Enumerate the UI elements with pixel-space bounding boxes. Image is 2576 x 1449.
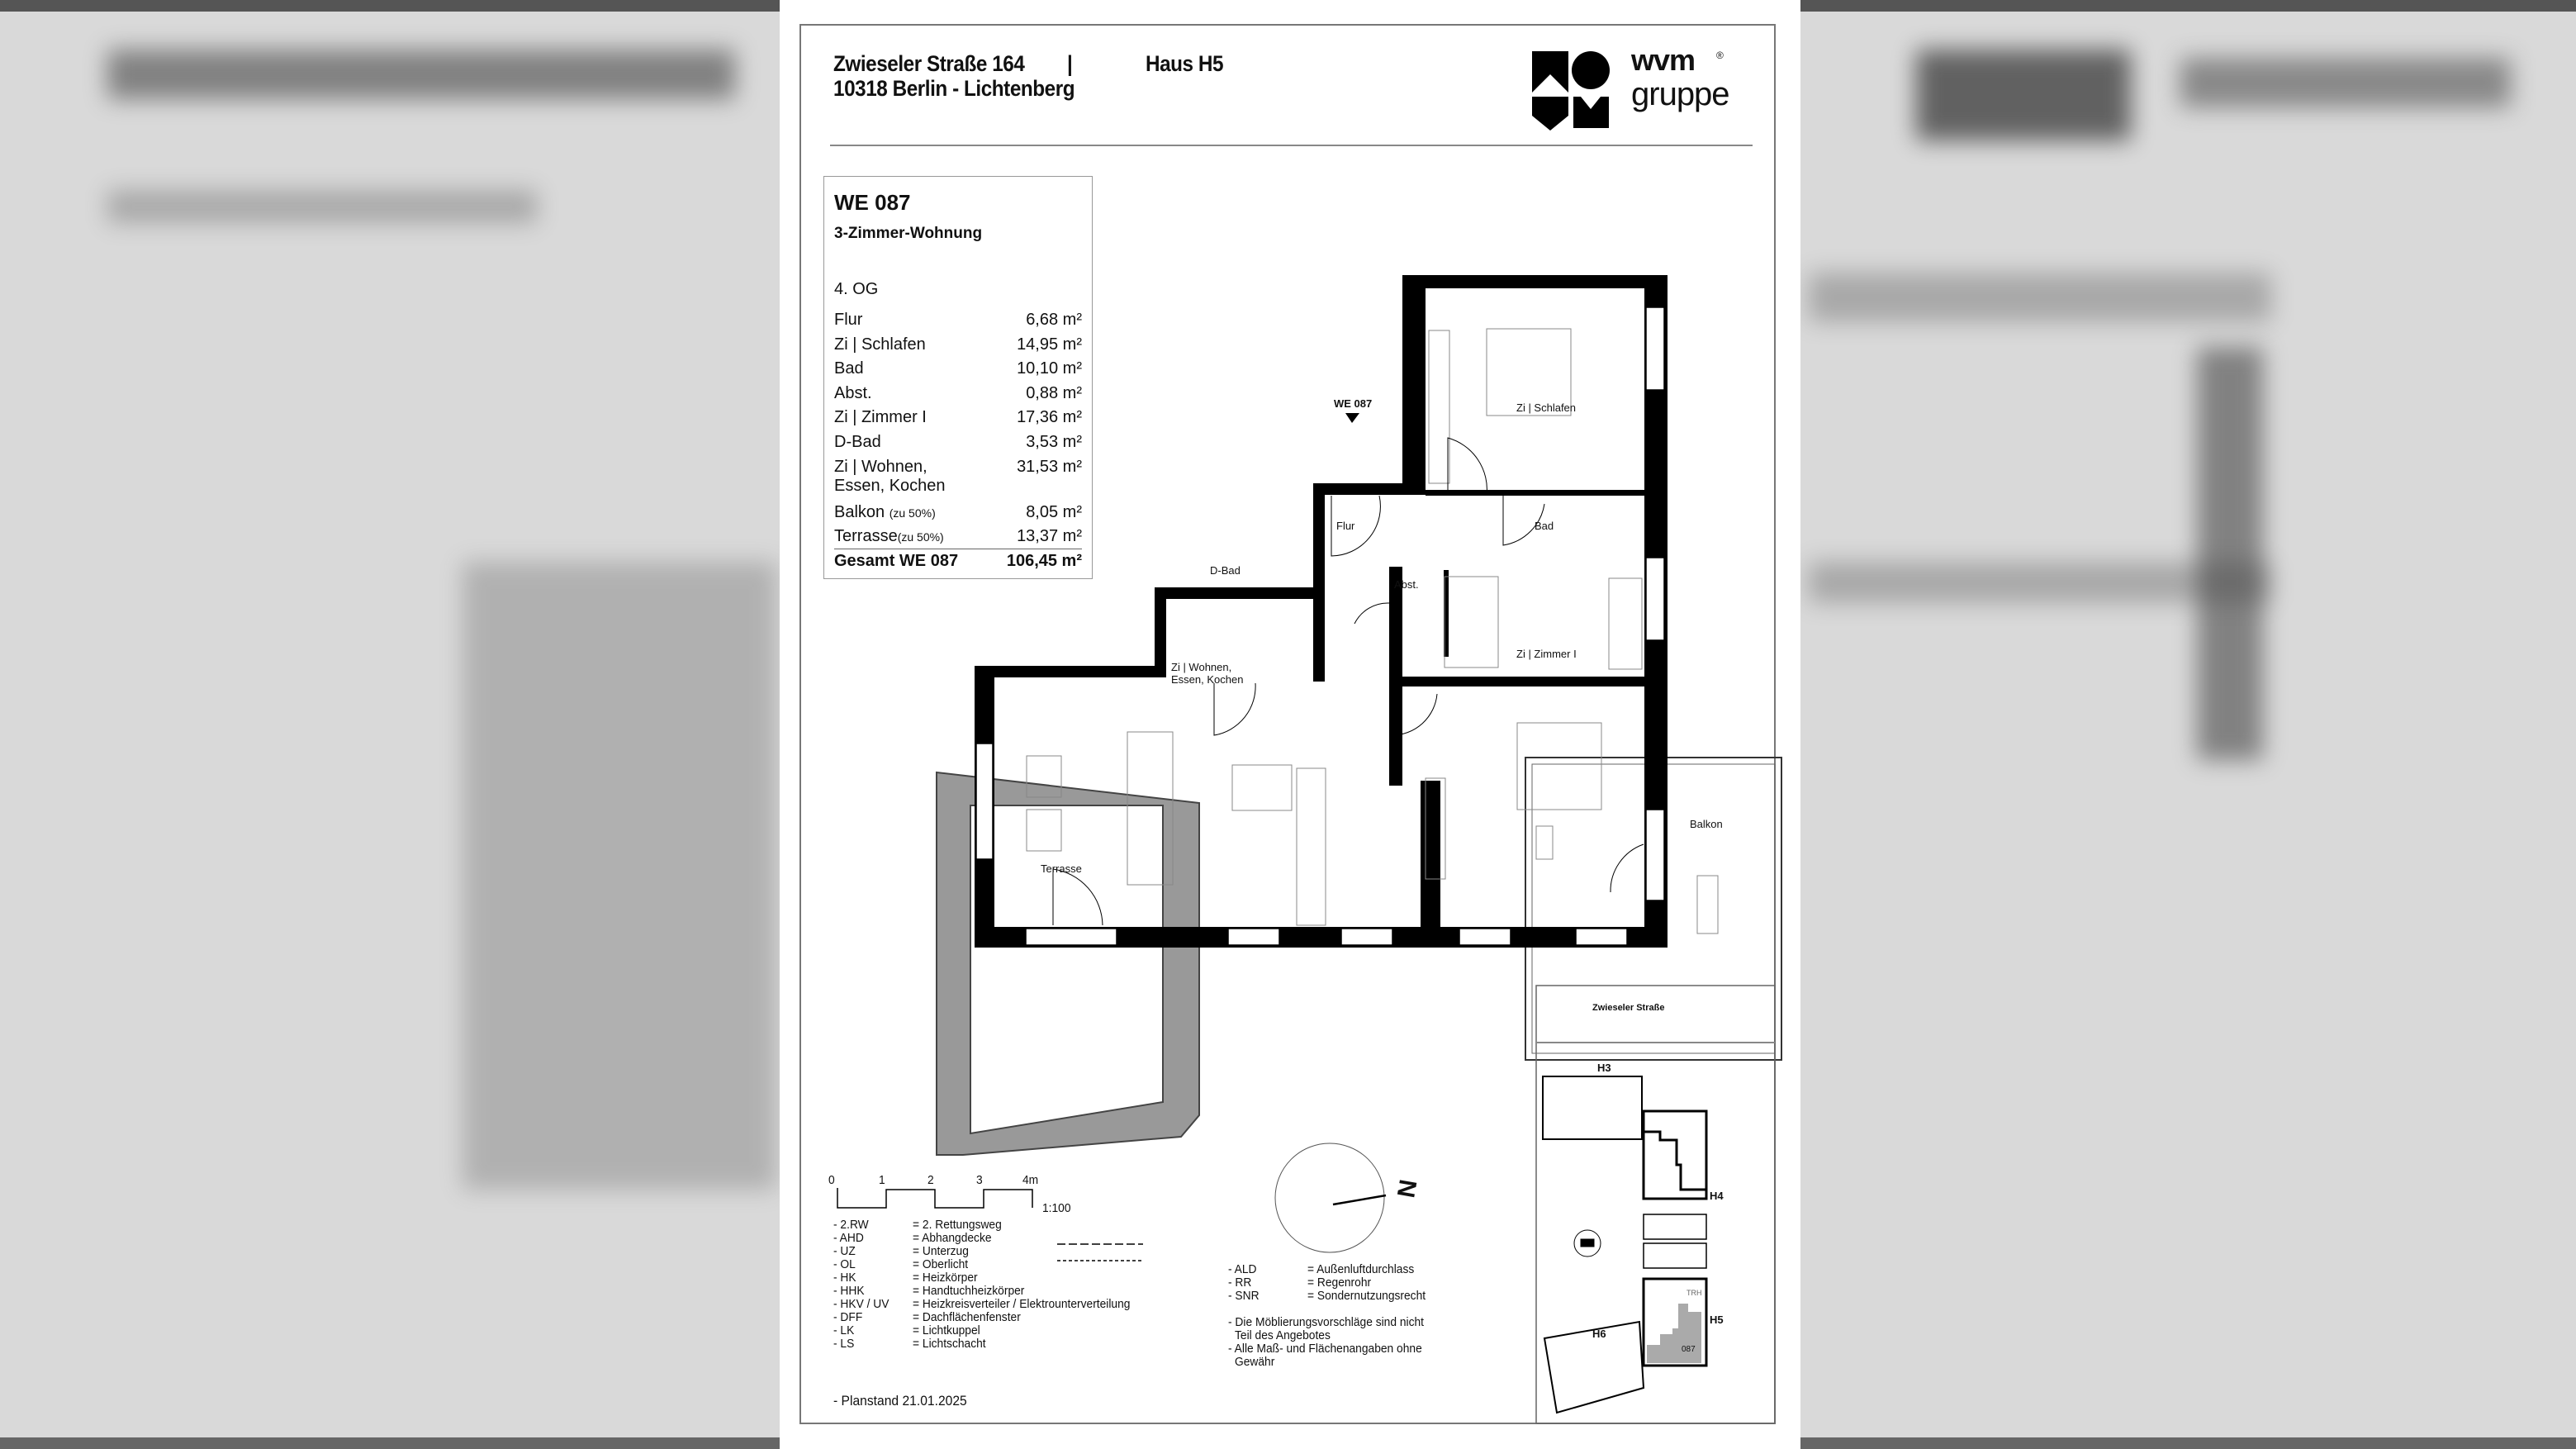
legend-abbr: - DFF — [833, 1310, 863, 1324]
room-label-wohnen: Zi | Wohnen,Essen, Kochen — [1171, 661, 1244, 686]
site-trh-label: TRH — [1686, 1289, 1702, 1297]
room-label-terrasse: Terrasse — [1041, 862, 1082, 875]
legend-desc: = Dachflächenfenster — [913, 1310, 1021, 1324]
blurred-background — [107, 190, 537, 223]
header-separator: | — [1067, 51, 1073, 76]
room-label-flur: Flur — [1336, 520, 1355, 532]
legend-desc: = Heizkörper — [913, 1271, 978, 1285]
windows — [975, 306, 1665, 946]
room-label-dbad: D-Bad — [1210, 564, 1241, 577]
legend-abbr: - SNR — [1228, 1289, 1260, 1303]
legend-abbr: - LK — [833, 1323, 855, 1337]
legend-abbr: - HHK — [833, 1284, 865, 1298]
blurred-background — [1809, 273, 2271, 322]
scale-tick-2: 2 — [927, 1173, 934, 1187]
room-label-schlafen: Zi | Schlafen — [1516, 401, 1577, 414]
legend-desc: = Sondernutzungsrecht — [1307, 1289, 1426, 1303]
legend-desc: = Abhangdecke — [913, 1231, 992, 1245]
scale-tick-3: 3 — [976, 1173, 983, 1187]
room-row: Abst.0,88 m² — [834, 384, 1082, 402]
scale-tick-4: 4m — [1022, 1173, 1039, 1187]
room-row: Terrasse(zu 50%)13,37 m² — [834, 527, 1082, 545]
logo-text-gruppe: gruppe — [1631, 76, 1730, 112]
scale-tick-1: 1 — [879, 1173, 885, 1187]
plan-date: - Planstand 21.01.2025 — [833, 1393, 967, 1409]
legend-desc: = Handtuchheizkörper — [913, 1284, 1025, 1298]
blurred-background — [463, 562, 776, 1190]
wvm-logo-mark — [1532, 51, 1610, 131]
legend-abbr: - AHD — [833, 1231, 864, 1245]
legend-abbr: - HKV / UV — [833, 1297, 890, 1311]
door-swings — [1052, 437, 1644, 926]
scale-bar — [837, 1188, 1033, 1209]
room-row: Balkon (zu 50%)8,05 m² — [834, 503, 1082, 521]
house-label: Haus H5 — [1146, 51, 1224, 76]
site-label-h6: H6 — [1592, 1328, 1606, 1340]
address-line-1: Zwieseler Straße 164 — [833, 51, 1025, 76]
site-street-label: Zwieseler Straße — [1592, 1003, 1665, 1013]
legend-desc: = Unterzug — [913, 1244, 969, 1258]
blurred-background — [1809, 562, 2271, 603]
note-line: - Die Möblierungsvorschläge sind nicht — [1228, 1315, 1425, 1329]
unit-floor: 4. OG — [834, 280, 879, 298]
site-label-h5: H5 — [1710, 1314, 1724, 1326]
legend-desc: = Außenluftdurchlass — [1307, 1262, 1415, 1276]
legend-desc: = Lichtschacht — [913, 1337, 986, 1351]
furniture — [1026, 328, 1719, 934]
note-line: - Alle Maß- und Flächenangaben ohne — [1228, 1342, 1422, 1356]
legend-abbr: - 2.RW — [833, 1218, 869, 1232]
note-line: Gewähr — [1235, 1355, 1275, 1369]
legend-desc: = Lichtkuppel — [913, 1323, 980, 1337]
legend-desc: = Heizkreisverteiler / Elektrounterverte… — [913, 1297, 1131, 1311]
room-label-bad: Bad — [1535, 520, 1554, 532]
entry-label: WE 087 — [1334, 397, 1373, 410]
scale-ratio: 1:100 — [1042, 1201, 1071, 1215]
site-unit-label: 087 — [1682, 1345, 1696, 1354]
room-label-zimmer: Zi | Zimmer I — [1516, 648, 1577, 660]
blurred-background — [2180, 58, 2511, 107]
blurred-background — [107, 50, 735, 99]
site-label-h3: H3 — [1597, 1062, 1611, 1074]
entry-arrow-icon — [1345, 413, 1359, 423]
unit-type: 3-Zimmer-Wohnung — [834, 225, 983, 242]
blurred-background — [1916, 50, 2131, 140]
unit-title: WE 087 — [834, 190, 911, 215]
site-plan — [1535, 985, 1776, 1424]
page-frame — [799, 24, 1776, 1424]
line-type-samples — [1057, 1243, 1143, 1261]
note-line: Teil des Angebotes — [1235, 1328, 1331, 1342]
room-label-abst: Abst. — [1394, 578, 1419, 591]
logo-text-wvm: wvm — [1631, 43, 1696, 77]
scale-tick-0: 0 — [828, 1173, 835, 1187]
legend-desc: = Regenrohr — [1307, 1276, 1372, 1290]
blurred-background — [2197, 347, 2263, 760]
compass-circle — [1274, 1143, 1385, 1253]
address-line-2: 10318 Berlin - Lichtenberg — [833, 76, 1075, 101]
legend-abbr: - UZ — [833, 1244, 856, 1258]
legend-desc: = 2. Rettungsweg — [913, 1218, 1002, 1232]
legend-abbr: - LS — [833, 1337, 855, 1351]
compass-needle — [1332, 1194, 1387, 1206]
legend-abbr: - RR — [1228, 1276, 1252, 1290]
site-label-h4: H4 — [1710, 1190, 1724, 1202]
room-label-balkon: Balkon — [1690, 818, 1723, 830]
legend-abbr: - ALD — [1228, 1262, 1257, 1276]
legend-desc: = Oberlicht — [913, 1257, 969, 1271]
logo-registered-mark: ® — [1716, 50, 1724, 61]
legend-abbr: - HK — [833, 1271, 856, 1285]
legend-abbr: - OL — [833, 1257, 856, 1271]
